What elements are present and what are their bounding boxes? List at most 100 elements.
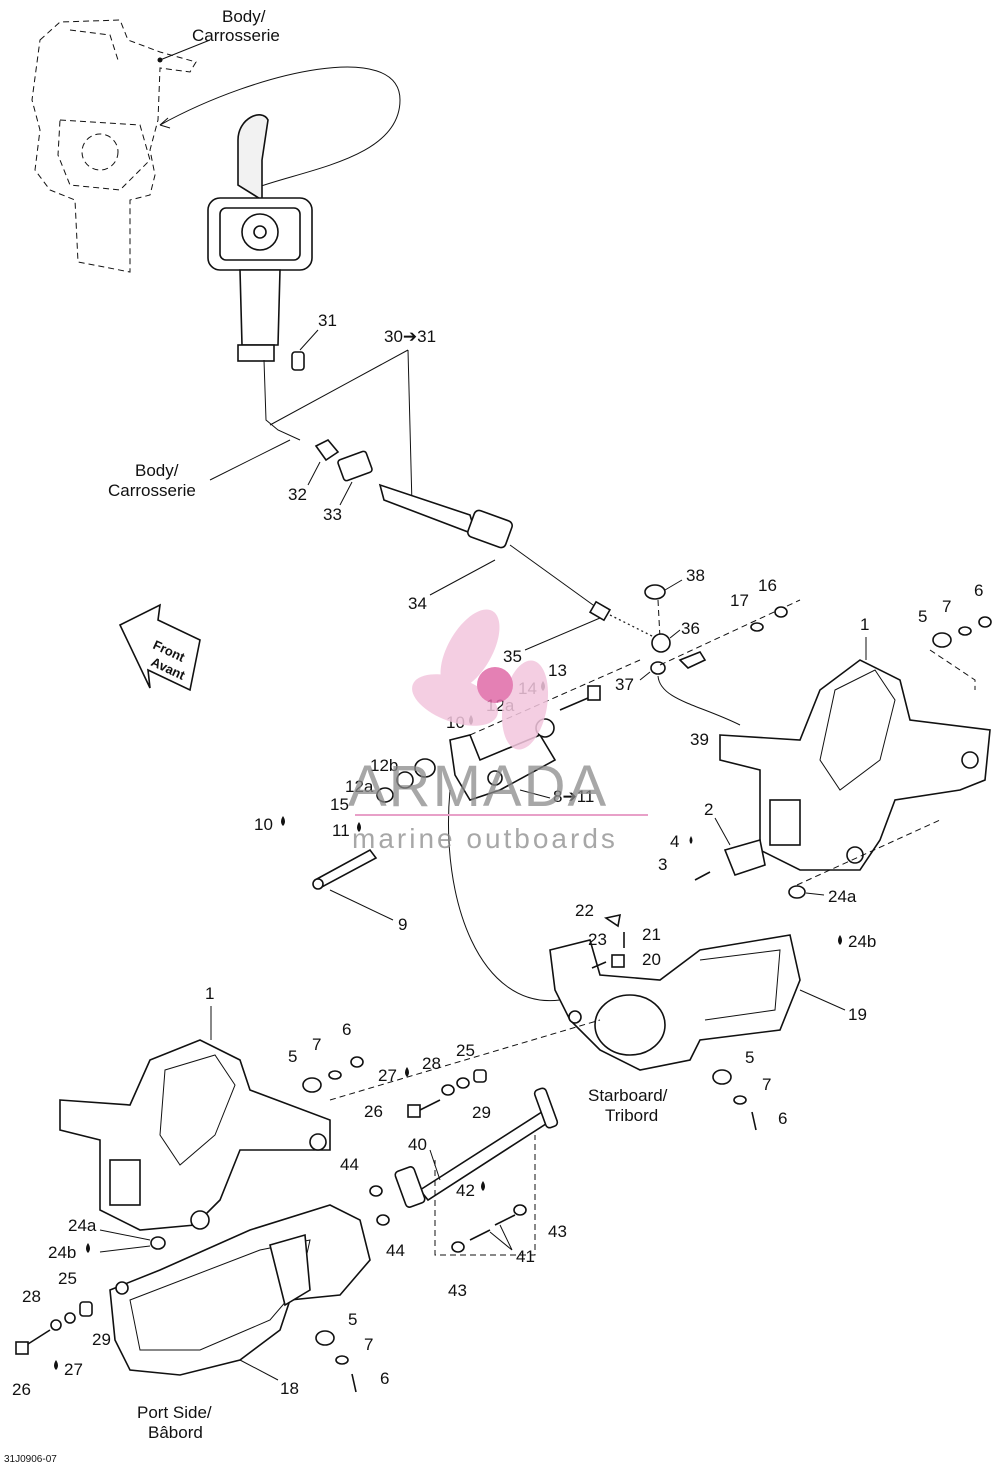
callout-32: 32 xyxy=(288,485,307,504)
callout-7-bottom: 7 xyxy=(364,1335,373,1354)
ferrule-31 xyxy=(291,351,305,371)
lower-left-hardware xyxy=(302,1056,364,1093)
linkage-leader-curve xyxy=(448,789,561,1002)
drop-icon xyxy=(86,1243,90,1253)
callout-24a-right: 24a xyxy=(828,887,857,906)
watermark-subtitle: marine outboards xyxy=(352,823,618,854)
shaft-40 xyxy=(394,1087,559,1208)
callout-6-upper: 6 xyxy=(974,581,983,600)
body-leader-curve xyxy=(159,66,401,191)
callout-24b-left: 24b xyxy=(48,1243,76,1262)
callout-38: 38 xyxy=(686,566,705,585)
throttle-handle-assembly xyxy=(207,114,313,441)
body-top-leader xyxy=(159,39,211,61)
callout-5-bottom: 5 xyxy=(348,1310,357,1329)
callout-13: 13 xyxy=(548,661,567,680)
front-arrow: Front Avant xyxy=(118,603,201,692)
drop-icon xyxy=(405,1067,409,1077)
callout-37: 37 xyxy=(615,675,634,694)
watermark: ARMADA marine outboards xyxy=(348,609,648,854)
callout-6-bottom: 6 xyxy=(380,1369,389,1388)
callout-22: 22 xyxy=(575,901,594,920)
bushing-37 xyxy=(650,661,666,675)
callout-3: 3 xyxy=(658,855,667,874)
housing-19-hardware xyxy=(712,1069,757,1131)
reference-code: 31J0906-07 xyxy=(4,1454,57,1465)
cable-34 xyxy=(378,483,612,622)
ball-joint-36 xyxy=(651,633,671,653)
nut-32 xyxy=(314,439,340,462)
callout-25-left: 25 xyxy=(58,1269,77,1288)
port-label: Port Side/ xyxy=(137,1403,212,1422)
callout-26-left: 26 xyxy=(12,1380,31,1399)
body-mid-label: Body/ xyxy=(135,461,179,480)
callout-25-mid: 25 xyxy=(456,1041,475,1060)
callout-35: 35 xyxy=(503,647,522,666)
callout-6-mid: 6 xyxy=(342,1020,351,1039)
callout-7-right: 7 xyxy=(762,1075,771,1094)
body-outline-dashed xyxy=(31,19,197,273)
callout-7-upper: 7 xyxy=(942,597,951,616)
linkage-8-11 xyxy=(449,718,557,801)
washer-17 xyxy=(750,622,764,632)
nut-16 xyxy=(774,606,788,618)
callout-18: 18 xyxy=(280,1379,299,1398)
callout-12b: 12b xyxy=(370,756,398,775)
cap-38 xyxy=(644,584,666,600)
drop-icon xyxy=(281,816,285,826)
pin-9 xyxy=(312,848,378,890)
bushing-44a xyxy=(369,1185,383,1197)
callout-9: 9 xyxy=(398,915,407,934)
callout-6-right: 6 xyxy=(778,1109,787,1128)
upper-right-hardware xyxy=(929,616,992,690)
bolt-13 xyxy=(559,685,601,711)
callout-10-left: 10 xyxy=(254,815,273,834)
screws-41 xyxy=(451,1204,527,1253)
callout-5-right: 5 xyxy=(745,1048,754,1067)
housing-18-port xyxy=(109,1204,371,1376)
callout-19: 19 xyxy=(848,1005,867,1024)
drop-icon xyxy=(357,822,361,832)
leader-31 xyxy=(299,329,319,351)
callout-41: 41 xyxy=(516,1247,535,1266)
callout-30-31: 30➔31 xyxy=(384,327,436,346)
callout-5-upper: 5 xyxy=(918,607,927,626)
carrosserie-top-label: Carrosserie xyxy=(192,26,280,45)
callout-2: 2 xyxy=(704,800,713,819)
callout-29-mid: 29 xyxy=(472,1103,491,1122)
bottom-hardware xyxy=(315,1330,357,1393)
callout-4: 4 xyxy=(670,832,679,851)
starboard-label: Starboard/ xyxy=(588,1086,668,1105)
drop-icon xyxy=(689,836,693,844)
leader-39-curve xyxy=(657,675,741,726)
callout-16: 16 xyxy=(758,576,777,595)
callout-44-a: 44 xyxy=(340,1155,359,1174)
callout-12a-mid: 12a xyxy=(345,777,374,796)
callout-43-a: 43 xyxy=(548,1222,567,1241)
callout-17: 17 xyxy=(730,591,749,610)
small-parts-20-23 xyxy=(591,913,625,969)
callout-11: 11 xyxy=(332,821,350,840)
tribord-label: Tribord xyxy=(605,1106,658,1125)
callout-1-upper: 1 xyxy=(860,615,869,634)
callout-42: 42 xyxy=(456,1181,475,1200)
watermark-title: ARMADA xyxy=(348,754,608,819)
body-mid-leader xyxy=(209,439,291,481)
callout-23: 23 xyxy=(588,930,607,949)
fitting-33 xyxy=(337,450,373,482)
callout-1-lower: 1 xyxy=(205,984,214,1003)
callout-26-mid: 26 xyxy=(364,1102,383,1121)
callout-24a-left: 24a xyxy=(68,1216,97,1235)
callout-34: 34 xyxy=(408,594,427,613)
callout-44-b: 44 xyxy=(386,1241,405,1260)
leader-30-31 xyxy=(269,349,413,506)
body-top-label: Body/ xyxy=(222,7,266,26)
callout-40: 40 xyxy=(408,1135,427,1154)
bracket-1-lower xyxy=(59,1039,331,1231)
callout-24b-right: 24b xyxy=(848,932,876,951)
callout-36: 36 xyxy=(681,619,700,638)
clip-arm xyxy=(678,651,707,669)
left-screw-set xyxy=(15,1301,93,1355)
babord-label: Bâbord xyxy=(148,1423,203,1442)
